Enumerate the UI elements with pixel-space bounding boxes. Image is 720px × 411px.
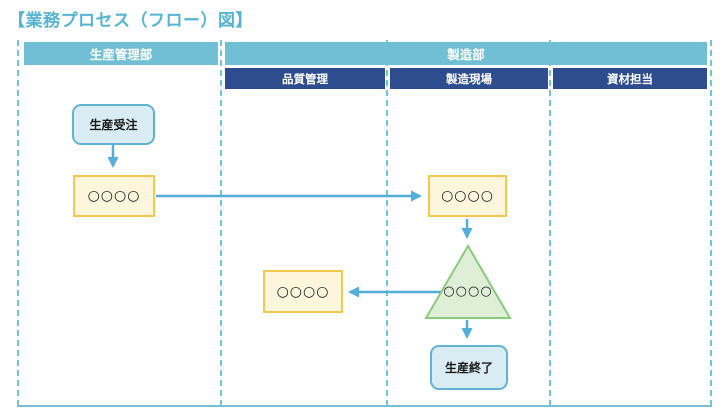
lane-divider-pm-mfg bbox=[220, 40, 222, 406]
lane-divider-floor-mat bbox=[549, 40, 551, 406]
lane-header-manufacturing: 製造部 bbox=[225, 42, 707, 65]
decision-label: ○○○○ bbox=[443, 284, 493, 299]
diagram-bottom-border bbox=[17, 405, 712, 407]
lane-header-production-management: 生産管理部 bbox=[24, 42, 218, 65]
sublane-header-manufacturing-floor: 製造現場 bbox=[390, 68, 548, 89]
page-title: 【業務プロセス（フロー）図】 bbox=[8, 11, 253, 31]
node-start: 生産受注 bbox=[72, 104, 155, 145]
node-process-qc: ○○○○ bbox=[263, 270, 343, 313]
node-end: 生産終了 bbox=[430, 345, 508, 390]
lane-divider-left-edge bbox=[17, 40, 19, 406]
lane-divider-right-edge bbox=[710, 40, 712, 406]
lane-divider-qc-floor bbox=[386, 40, 388, 406]
decision-triangle bbox=[424, 244, 512, 319]
node-process-pm: ○○○○ bbox=[73, 175, 155, 217]
sublane-header-materials: 資材担当 bbox=[553, 68, 707, 89]
node-process-floor: ○○○○ bbox=[428, 175, 507, 217]
sublane-header-quality-control: 品質管理 bbox=[225, 68, 385, 89]
